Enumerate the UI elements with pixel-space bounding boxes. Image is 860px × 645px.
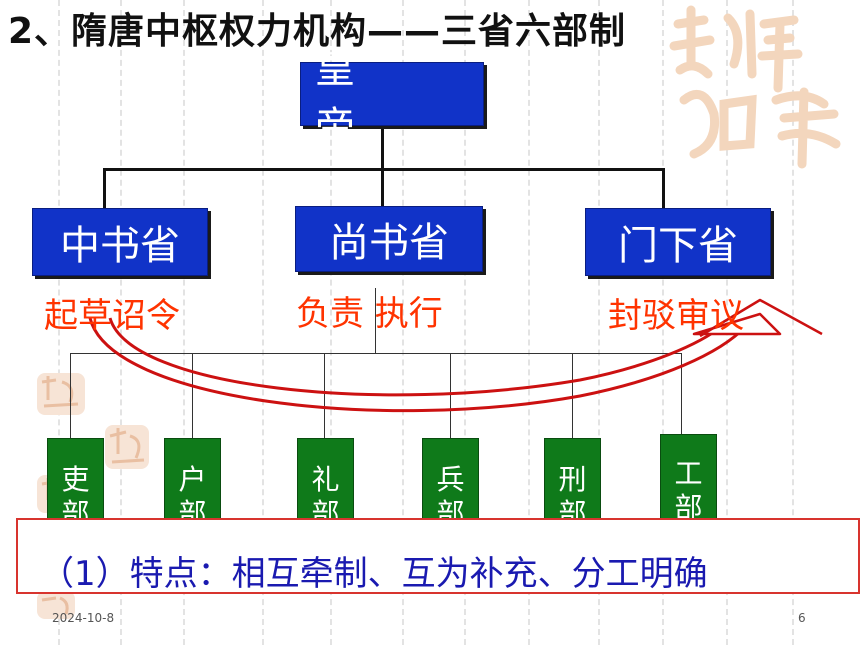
- decorative-seal: [105, 425, 149, 469]
- feature-box: [16, 518, 860, 594]
- connector-line: [192, 353, 193, 438]
- connector-line: [681, 353, 682, 435]
- connector-line: [70, 353, 682, 354]
- ministry-box-gong: 工部: [660, 434, 717, 520]
- grid-line: [792, 0, 794, 645]
- footer-date: 2024-10-8: [52, 611, 115, 625]
- ministry-box-rites: 礼部: [297, 438, 354, 520]
- feature-text: （1）特点：相互牵制、互为补充、分工明确: [40, 554, 708, 594]
- connector-line: [381, 168, 384, 206]
- role-label-menxia: 封驳审议: [608, 296, 744, 336]
- connector-line: [572, 353, 573, 438]
- grid-line: [262, 0, 264, 645]
- grid-line: [464, 0, 466, 645]
- department-box-zhongshu: 中书省: [32, 208, 208, 276]
- decorative-seal: [37, 373, 85, 415]
- grid-line: [330, 0, 332, 645]
- connector-line: [70, 353, 71, 438]
- decorative-seal: [669, 5, 841, 169]
- slide-title: 2、隋唐中枢权力机构——三省六部制: [8, 11, 627, 52]
- department-box-shangshu: 尚书省: [295, 206, 483, 272]
- grid-line: [598, 0, 600, 645]
- role-label-zhongshu: 起草诏令: [44, 296, 180, 336]
- connector-line: [381, 126, 384, 170]
- grid-line: [402, 0, 404, 645]
- ministry-box-bing: 兵部: [422, 438, 479, 520]
- connector-line: [103, 168, 665, 171]
- department-box-menxia: 门下省: [585, 208, 771, 276]
- connector-line: [103, 168, 106, 208]
- page-number: 6: [798, 611, 806, 625]
- grid-line: [662, 0, 664, 645]
- connector-line: [450, 353, 451, 438]
- role-label-shangshu: 负责 执行: [296, 294, 443, 334]
- grid-line: [528, 0, 530, 645]
- grid-line: [58, 0, 60, 645]
- ministry-box-xing: 刑部: [544, 438, 601, 520]
- connector-line: [324, 353, 325, 438]
- connector-line: [375, 288, 376, 354]
- connector-line: [662, 168, 665, 208]
- grid-line: [726, 0, 728, 645]
- grid-line: [120, 0, 122, 645]
- ministry-box-hu: 户部: [164, 438, 221, 520]
- grid-line: [183, 0, 185, 645]
- ministry-box-li: 吏部: [47, 438, 104, 520]
- decorative-seal: [37, 591, 75, 619]
